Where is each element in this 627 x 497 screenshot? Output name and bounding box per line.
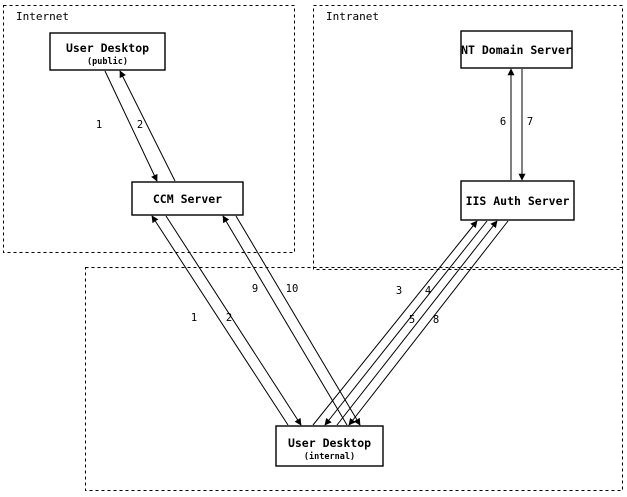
edge-10 [235,215,361,426]
zone-label-internet: Internet [16,10,69,23]
edge-1-public [104,70,158,182]
node-subtitle-user-desktop-internal: (internal) [304,451,355,462]
edge-label-10: 10 [286,283,299,295]
node-nt-domain-server[interactable]: NT Domain Server [460,30,573,69]
node-subtitle-user-desktop-public: (public) [87,56,128,67]
node-user-desktop-internal[interactable]: User Desktop (internal) [275,425,384,467]
edge-1-internal [151,215,289,426]
edge-labels: 1 2 6 7 1 2 9 10 3 4 5 8 [96,116,533,326]
edge-label-2-public: 2 [137,119,143,131]
edge-label-7: 7 [527,116,533,128]
zone-internal-network [85,267,623,491]
node-title-ccm-server: CCM Server [153,192,222,206]
edge-2-internal [165,215,302,426]
edge-2-public [119,70,176,182]
edge-4 [324,220,488,426]
edge-9 [222,215,348,426]
zones: Internet Intranet [3,5,623,491]
edge-label-1-public: 1 [96,119,102,131]
zone-intranet [313,5,623,270]
edge-label-9: 9 [252,283,258,295]
edge-8 [348,220,509,426]
node-title-user-desktop-internal: User Desktop [288,436,371,450]
node-iis-auth-server[interactable]: IIS Auth Server [460,180,575,221]
node-title-iis-auth-server: IIS Auth Server [466,194,570,208]
edge-label-8: 8 [433,314,439,326]
edge-label-3: 3 [396,285,402,297]
node-ccm-server[interactable]: CCM Server [131,181,244,216]
zone-internet [3,5,295,253]
edge-label-6: 6 [500,116,506,128]
edge-label-5: 5 [409,314,415,326]
node-user-desktop-public[interactable]: User Desktop (public) [49,32,166,71]
node-title-nt-domain-server: NT Domain Server [461,43,572,57]
zone-label-intranet: Intranet [326,10,379,23]
edge-label-2-internal: 2 [226,312,232,324]
nodes: User Desktop (public) CCM Server NT Doma… [49,30,575,467]
edge-3 [312,220,478,426]
edge-5 [336,220,498,426]
edges [104,68,526,426]
edge-label-1-internal: 1 [191,312,197,324]
edge-label-4: 4 [425,285,431,297]
node-title-user-desktop-public: User Desktop [66,41,149,55]
